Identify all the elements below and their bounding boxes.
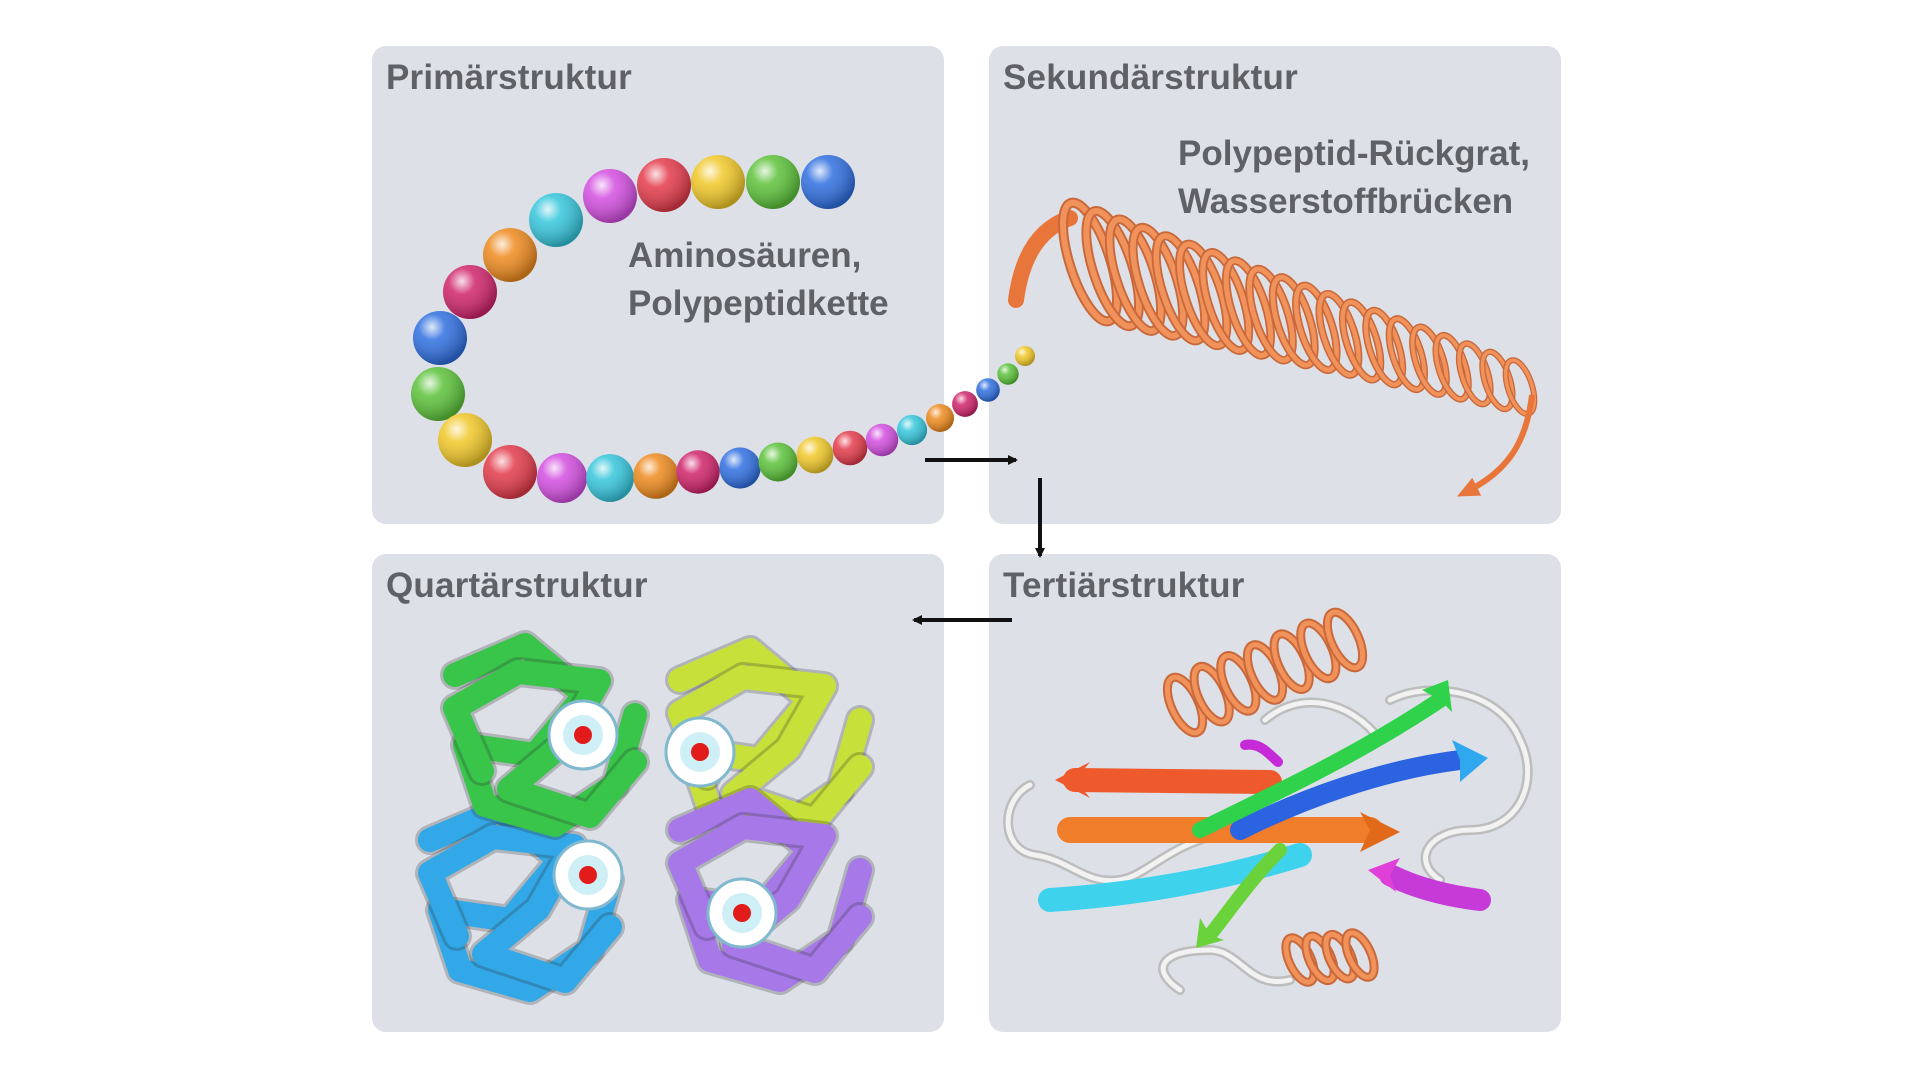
caption-line-1: Polypeptid-Rückgrat, — [1178, 134, 1530, 173]
polypeptide-chain — [411, 155, 1035, 503]
bead-shine — [676, 450, 720, 494]
helix-turn — [1270, 274, 1318, 368]
bead-shine — [832, 430, 868, 466]
helix-turn — [1130, 224, 1186, 339]
helix-turn — [1343, 930, 1377, 980]
secondary-structure-caption: Polypeptid-Rückgrat, Wasserstoffbrücken — [1178, 130, 1530, 226]
helix-turn — [1410, 324, 1449, 397]
helix-turn — [1153, 233, 1208, 344]
primary-structure-caption: Aminosäuren, Polypeptidkette — [628, 232, 889, 328]
bead-shine — [796, 436, 834, 474]
iron-atom — [733, 904, 751, 922]
helix-turn — [1303, 933, 1337, 984]
bead-shine — [746, 155, 800, 209]
bead-shine — [801, 155, 855, 209]
heme-group-icon — [547, 699, 619, 771]
bead-shine — [586, 454, 634, 502]
bead-shine — [997, 363, 1019, 385]
caption-line-2: Polypeptidkette — [628, 284, 889, 323]
tertiary-fold — [1003, 607, 1533, 995]
heme-group-icon — [706, 877, 778, 949]
bead-shine — [529, 193, 583, 247]
alpha-helix — [1008, 197, 1538, 497]
bead-shine — [865, 423, 899, 457]
helix-turn — [1200, 249, 1252, 354]
helix-turn — [1340, 299, 1383, 382]
helix-turn — [1457, 341, 1493, 407]
heme-group-icon — [664, 716, 736, 788]
panel-title-primary: Primärstruktur — [386, 58, 632, 97]
bead-shine — [443, 265, 497, 319]
bead-shine — [1015, 346, 1035, 366]
helix-turn — [1223, 258, 1274, 358]
iron-atom — [579, 866, 597, 884]
helix-turn — [1317, 291, 1361, 378]
helix-turn — [1480, 350, 1515, 411]
helix-turn — [1323, 931, 1357, 982]
helix-turn — [1433, 333, 1471, 402]
caption-line-2: Wasserstoffbrücken — [1178, 182, 1514, 221]
bead-shine — [637, 158, 691, 212]
bead-shine — [952, 391, 978, 417]
secondary-structure-panel: Sekundärstruktur — [989, 46, 1561, 524]
bead-shine — [976, 378, 1000, 402]
heme-group-icon — [552, 839, 624, 911]
bead-shine — [483, 228, 537, 282]
panel-title-secondary: Sekundärstruktur — [1003, 58, 1298, 97]
helix-turn — [1246, 266, 1296, 363]
bead-shine — [537, 453, 587, 503]
bead-shine — [719, 447, 761, 489]
bead-shine — [583, 169, 637, 223]
bead-shine — [691, 155, 745, 209]
bead-shine — [896, 414, 928, 446]
bead-shine — [413, 311, 467, 365]
subunit-chain — [668, 815, 872, 983]
iron-atom — [691, 743, 709, 761]
panel-title-tertiary: Tertiärstruktur — [1003, 566, 1245, 605]
bead-shine — [758, 442, 798, 482]
panel-title-quaternary: Quartärstruktur — [386, 566, 648, 605]
bead-shine — [438, 413, 492, 467]
iron-atom — [574, 726, 592, 744]
helix-turn — [1324, 609, 1366, 671]
bead-shine — [633, 453, 679, 499]
quaternary-complex — [415, 630, 875, 1005]
subunit-chain — [668, 665, 872, 833]
caption-line-1: Aminosäuren, — [628, 236, 862, 275]
bead-shine — [926, 404, 954, 432]
bead-shine — [411, 367, 465, 421]
helix-turn — [1176, 241, 1230, 349]
bead-shine — [483, 445, 537, 499]
helix-turn — [1363, 308, 1405, 387]
helix-turn — [1387, 316, 1427, 392]
helix-turn — [1293, 283, 1339, 373]
